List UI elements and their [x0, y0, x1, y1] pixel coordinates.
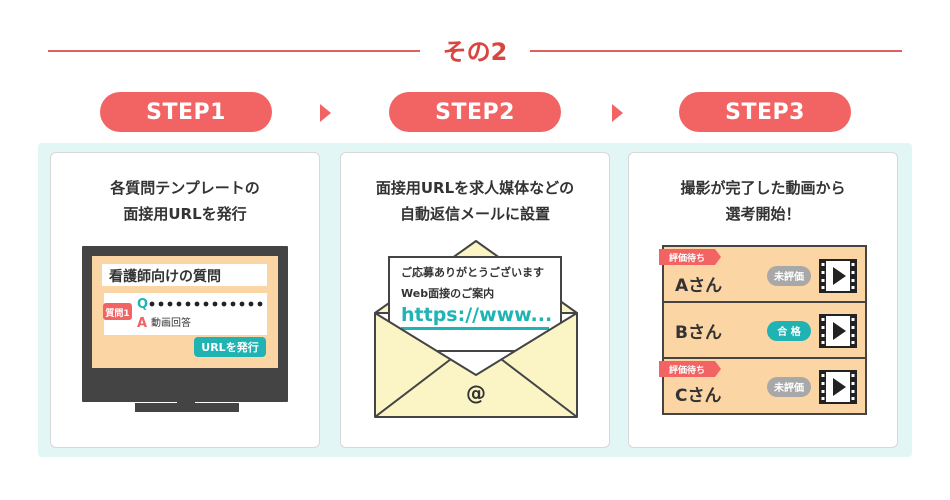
- candidate-name: Cさん: [675, 386, 721, 406]
- video-icon[interactable]: [819, 370, 857, 404]
- step2-line2: 自動返信メールに設置: [399, 205, 550, 223]
- heading-divider-right: [530, 50, 902, 52]
- issue-url-button-label: URLを発行: [201, 340, 258, 354]
- status-badge: [767, 321, 811, 341]
- status-badge: [767, 377, 811, 397]
- arrow-icon: [320, 104, 331, 122]
- status-badge: [767, 266, 811, 286]
- envelope-fold-right: [500, 358, 578, 418]
- answer-label: 動画回答: [151, 316, 191, 329]
- status-badge-label: 未評価: [773, 381, 804, 394]
- q-label: Q: [137, 297, 148, 312]
- pending-tag-label: 評価待ち: [669, 364, 705, 376]
- letter-subject: Web面接のご案内: [401, 286, 494, 300]
- step2-line1: 面接用URLを求人媒体などの: [375, 179, 575, 197]
- step2-description: 面接用URLを求人媒体などの 自動返信メールに設置: [341, 175, 609, 227]
- status-badge-label: 合 格: [776, 325, 801, 338]
- step3-line1: 撮影が完了した動画から: [680, 179, 846, 197]
- candidate-row[interactable]: 評価待ち Aさん 未評価: [659, 249, 857, 296]
- question-badge: [103, 303, 132, 320]
- letter-url: https://www...: [401, 304, 552, 326]
- status-badge-label: 未評価: [773, 270, 804, 283]
- candidate-name: Aさん: [675, 276, 722, 296]
- arrow-icon: [612, 104, 623, 122]
- question-title: 看護師向けの質問: [108, 268, 221, 285]
- monitor-base: [135, 403, 239, 412]
- candidate-list-illustration: 評価待ち Aさん 未評価 Bさん 合 格: [659, 245, 867, 415]
- step1-line2: 面接用URLを発行: [123, 205, 247, 223]
- step1-pill: STEP1: [100, 92, 272, 132]
- pending-tag: [659, 249, 715, 265]
- candidate-row[interactable]: Bさん 合 格: [675, 314, 857, 348]
- at-sign-icon: @: [466, 381, 486, 405]
- step1-card: 各質問テンプレートの 面接用URLを発行 看護師向けの質問 質問1 Q A 動画…: [50, 152, 320, 448]
- a-label: A: [137, 316, 147, 331]
- question-title-box: [102, 264, 267, 286]
- candidate-row[interactable]: 評価待ち Cさん 未評価: [659, 361, 857, 406]
- step2-pill: STEP2: [389, 92, 561, 132]
- video-icon[interactable]: [819, 314, 857, 348]
- monitor-neck: [177, 368, 195, 408]
- monitor-illustration: 看護師向けの質問 質問1 Q A 動画回答 URLを発行: [82, 246, 288, 412]
- step3-pill: STEP3: [679, 92, 851, 132]
- heading-divider-left: [48, 50, 420, 52]
- question-dots: [149, 301, 263, 307]
- section-title: その2: [442, 38, 508, 66]
- video-icon[interactable]: [819, 259, 857, 293]
- step1-line1: 各質問テンプレートの: [110, 179, 260, 197]
- question-badge-label: 質問1: [105, 307, 129, 319]
- letter-url-underline: [401, 327, 549, 330]
- step3-card: 撮影が完了した動画から 選考開始！ 評価待ち Aさん 未評価 Bさん: [628, 152, 898, 448]
- letter-paper: [388, 256, 562, 352]
- section-heading: その2: [48, 30, 902, 70]
- step3-line2: 選考開始！: [725, 205, 801, 223]
- envelope-body: [374, 312, 578, 418]
- step3-description: 撮影が完了した動画から 選考開始！: [629, 175, 897, 227]
- envelope-fold-left: [374, 358, 452, 418]
- candidate-name: Bさん: [675, 323, 722, 343]
- issue-url-button[interactable]: [194, 337, 266, 357]
- letter-greeting: ご応募ありがとうございます: [401, 265, 544, 279]
- step1-description: 各質問テンプレートの 面接用URLを発行: [51, 175, 319, 227]
- envelope-illustration: ご応募ありがとうございます Web面接のご案内 https://www... @: [374, 240, 578, 418]
- pending-tag: [659, 361, 715, 377]
- step2-card: 面接用URLを求人媒体などの 自動返信メールに設置 ご応募ありがとうございます …: [340, 152, 610, 448]
- pending-tag-label: 評価待ち: [669, 252, 705, 264]
